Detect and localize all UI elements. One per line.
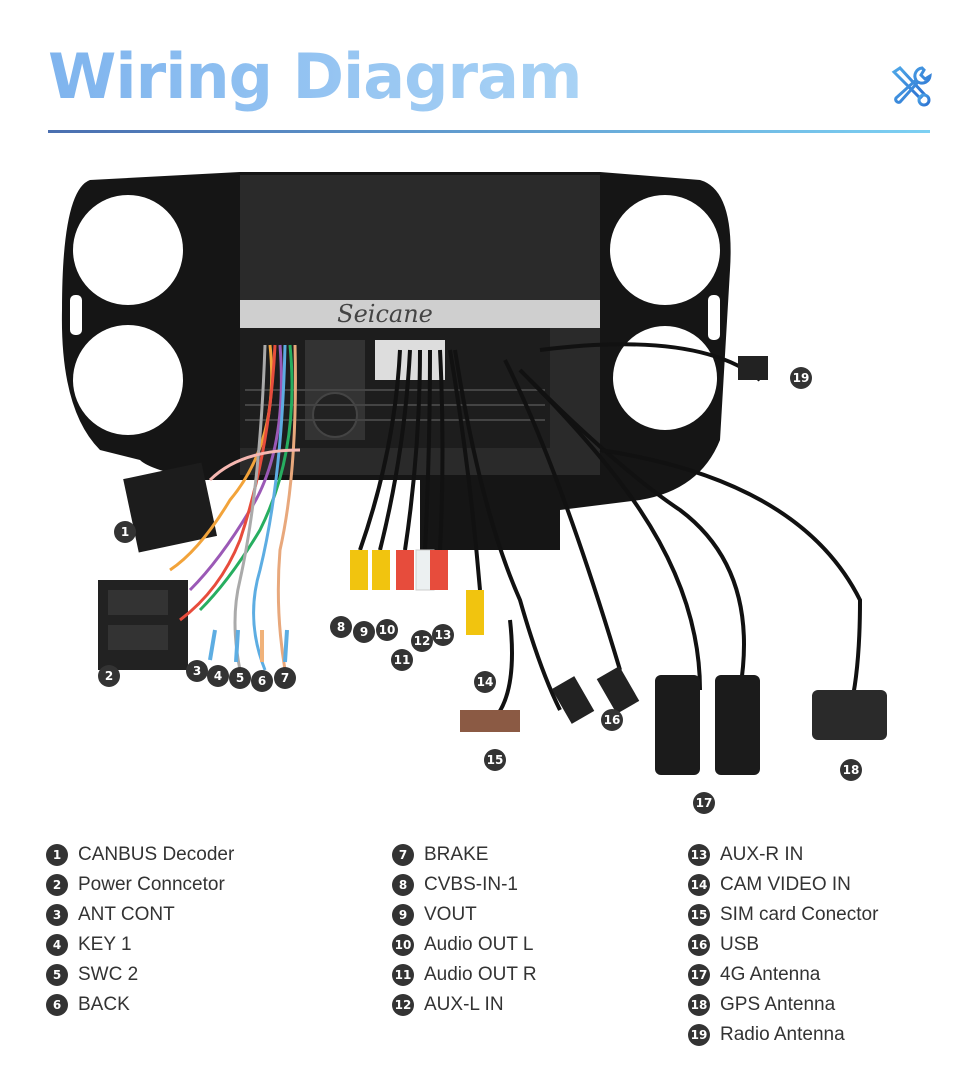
tools-icon [891, 66, 932, 107]
marker-18: 18 [840, 759, 862, 781]
radio-antenna-plug [738, 356, 768, 380]
marker-17: 17 [693, 792, 715, 814]
marker-10: 10 [376, 619, 398, 641]
wiring-diagram: Seicane [0, 150, 980, 830]
marker-1: 1 [114, 521, 136, 543]
page-title: Wiring Diagram [48, 40, 583, 113]
head-unit-illustration: Seicane [61, 172, 887, 775]
brand-label: Seicane [337, 300, 433, 328]
marker-6: 6 [251, 670, 273, 692]
4g-antenna-right [715, 675, 760, 775]
gps-antenna [812, 690, 887, 740]
marker-11: 11 [391, 649, 413, 671]
vent-hole-top-left [73, 195, 183, 305]
marker-3: 3 [186, 660, 208, 682]
marker-14: 14 [474, 671, 496, 693]
marker-13: 13 [432, 624, 454, 646]
marker-15: 15 [484, 749, 506, 771]
vent-hole-bottom-right [613, 326, 717, 430]
4g-antenna-left [655, 675, 700, 775]
marker-7: 7 [274, 667, 296, 689]
marker-9: 9 [353, 621, 375, 643]
vent-hole-top-right [610, 195, 720, 305]
title-divider [48, 130, 930, 133]
marker-8: 8 [330, 616, 352, 638]
vent-hole-bottom-left [73, 325, 183, 435]
marker-2: 2 [98, 665, 120, 687]
marker-12: 12 [411, 630, 433, 652]
sim-connector [460, 710, 520, 732]
marker-19: 19 [790, 367, 812, 389]
marker-16: 16 [601, 709, 623, 731]
marker-5: 5 [229, 667, 251, 689]
usb-connector [551, 676, 595, 724]
marker-4: 4 [207, 665, 229, 687]
canbus-decoder [123, 462, 218, 553]
